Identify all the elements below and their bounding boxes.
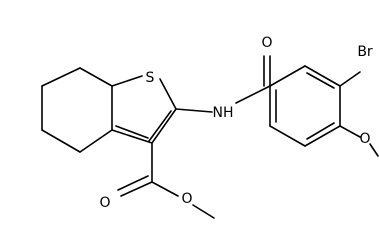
bond [79,67,113,87]
bond [148,110,172,142]
bond [369,143,379,157]
bond [79,129,113,153]
bond-lines [41,55,379,219]
bond [111,129,153,144]
bond [306,72,335,89]
amide-nitrogen-label: NH [213,105,234,121]
bond [306,122,335,140]
bond [192,204,215,219]
bond [120,181,153,197]
bond [41,67,81,87]
bond [269,65,306,87]
bond [269,125,306,147]
bond [41,129,81,153]
bond [151,181,179,197]
bromine-label: Br [357,44,373,60]
ester-ether-oxygen-label: O [181,191,192,207]
bond [159,78,177,110]
bond [339,125,361,138]
bond [339,71,361,87]
amide-oxygen-label: O [261,35,272,51]
chemical-structure-diagram: S NH O Br O O O [41,35,379,219]
bond [304,65,341,87]
bond [115,125,149,139]
bond [117,175,149,191]
bond [151,108,177,144]
ester-carbonyl-oxygen-label: O [99,195,110,211]
methoxy-oxygen-label: O [359,131,370,147]
molecule-canvas: S NH O Br O O O [41,35,379,219]
bond [235,85,271,104]
bond [175,108,213,113]
atom-labels: S NH O Br O O O [99,35,372,211]
sulfur-label: S [146,70,155,86]
bond [304,125,341,147]
bond [111,75,143,87]
